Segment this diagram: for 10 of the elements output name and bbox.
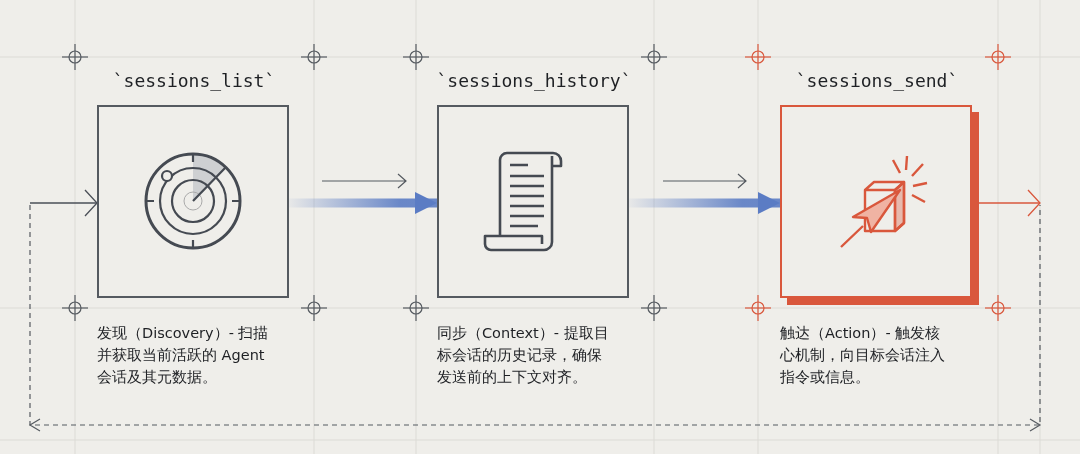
box-title: `sessions_list` bbox=[111, 70, 277, 91]
node-label: 触达（Action）- 触发核心机制，向目标会话注入指令或信息。 bbox=[780, 324, 946, 387]
arrow bbox=[978, 189, 1041, 217]
box-title: `sessions_history` bbox=[435, 70, 633, 91]
node-label: 发现（Discovery）- 扫描并获取当前活跃的 Agent 会话及其元数据。 bbox=[97, 324, 270, 387]
arrow bbox=[629, 192, 780, 214]
node-label: 同步（Context）- 提取目标会话的历史记录，确保发送前的上下文对齐。 bbox=[437, 324, 610, 387]
box-title: `sessions_send` bbox=[794, 70, 960, 91]
arrow bbox=[289, 192, 437, 214]
arrow bbox=[29, 189, 98, 217]
